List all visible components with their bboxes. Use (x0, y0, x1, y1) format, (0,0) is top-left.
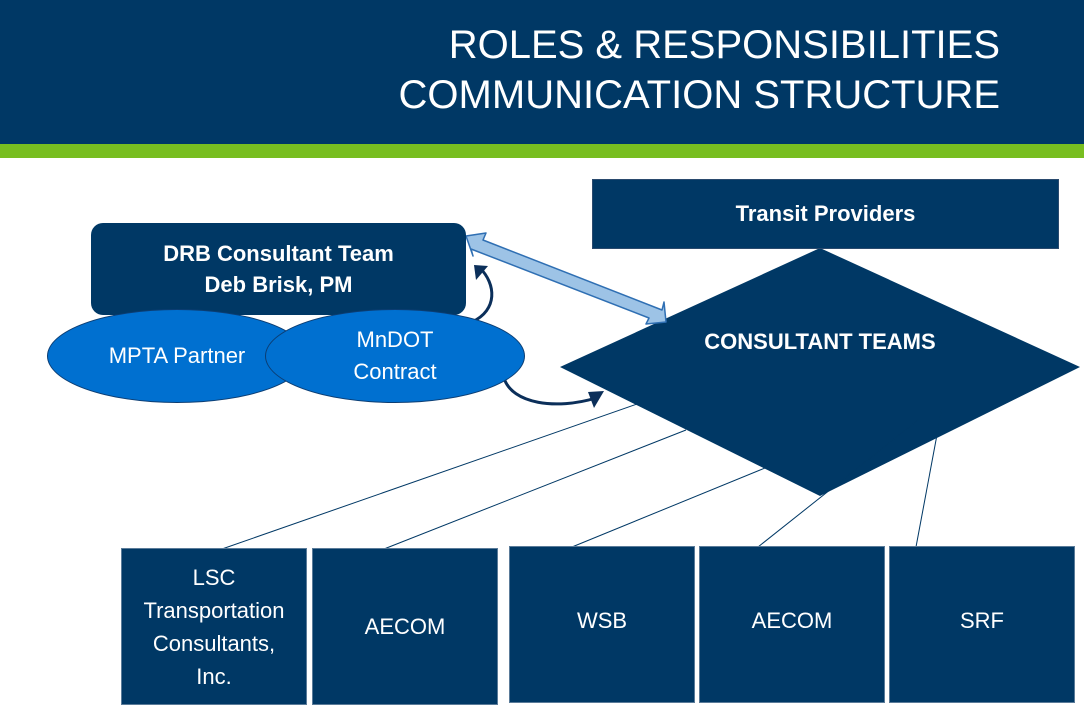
team-box-srf: SRF (889, 546, 1075, 703)
lsc-line-2: Transportation (143, 597, 285, 623)
mndot-contract-ellipse: MnDOT Contract (265, 309, 525, 403)
transit-providers-box: Transit Providers (592, 179, 1059, 249)
curved-arrow-up (471, 266, 494, 324)
header-banner: ROLES & RESPONSIBILITIES COMMUNICATION S… (0, 0, 1084, 144)
curved-arrow-right (502, 377, 597, 406)
lsc-line-3: Consultants, (152, 630, 276, 656)
connector-lsc (221, 402, 641, 550)
connector-aecom-2 (757, 419, 919, 548)
lsc-line-4: Inc. (196, 663, 232, 689)
drb-team-label: DRB Consultant Team (163, 241, 394, 266)
drb-pm-label: Deb Brisk, PM (204, 272, 353, 297)
wsb-label: WSB (576, 608, 628, 633)
mndot-label: MnDOT (356, 327, 434, 352)
team-box-aecom-1: AECOM (312, 548, 498, 705)
curved-arrow-right-head (588, 391, 604, 408)
aecom-2-label: AECOM (751, 608, 833, 633)
consultant-teams-label: CONSULTANT TEAMS (704, 329, 936, 354)
drb-consultant-team-box: DRB Consultant Team Deb Brisk, PM (91, 223, 466, 315)
team-box-aecom-2: AECOM (699, 546, 885, 703)
contract-label: Contract (353, 359, 437, 384)
connector-wsb (571, 467, 766, 548)
lsc-line-1: LSC (192, 564, 236, 590)
double-arrow (465, 232, 667, 325)
title-line-1: ROLES & RESPONSIBILITIES (448, 23, 1000, 67)
aecom-1-label: AECOM (364, 614, 446, 639)
curved-arrow-up-head (474, 265, 488, 280)
mpta-partner-ellipse: MPTA Partner (47, 309, 307, 403)
connector-aecom-1 (383, 429, 687, 550)
team-box-lsc: LSC Transportation Consultants, Inc. (121, 548, 307, 705)
title-line-2: COMMUNICATION STRUCTURE (398, 73, 1000, 117)
team-box-wsb: WSB (509, 546, 695, 703)
connector-srf (915, 407, 943, 548)
accent-bar (0, 144, 1084, 158)
srf-label: SRF (960, 608, 1004, 633)
mpta-partner-label: MPTA Partner (108, 343, 246, 368)
consultant-teams-diamond (560, 248, 1080, 496)
transit-providers-label: Transit Providers (735, 201, 916, 226)
